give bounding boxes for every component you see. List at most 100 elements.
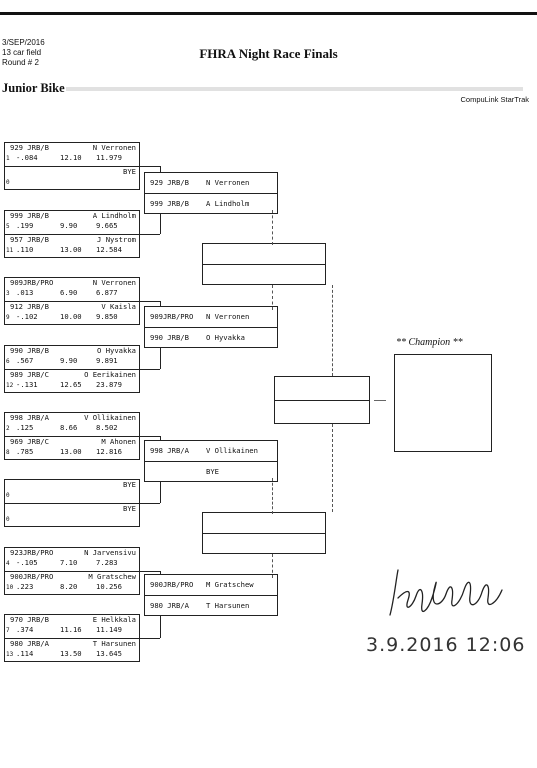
entry-et: 9.665 (96, 221, 118, 230)
entry-driver: BYE (123, 480, 136, 489)
entry-et: 9.850 (96, 312, 118, 321)
signature-scribble (389, 569, 503, 616)
entry-driver: M Gratschew (88, 572, 136, 581)
entry-driver: O Eerikainen (84, 370, 136, 379)
bracket-line (144, 461, 278, 462)
entry-name: 990 JRB/B (150, 333, 189, 342)
bracket-dashed-line (332, 424, 333, 512)
entry-name: 923JRB/PRO (10, 548, 54, 557)
race-date: 3/SEP/2016 (2, 38, 45, 47)
entry-name: 957 JRB/B (10, 235, 49, 244)
page-title: FHRA Night Race Finals (199, 46, 338, 61)
entry-name: 990 JRB/B (10, 346, 49, 355)
entry-seed: 4 (6, 560, 10, 567)
bracket-dashed-line (272, 554, 273, 578)
bracket-line (4, 503, 140, 504)
entry-name: 998 JRB/A (150, 446, 189, 455)
entry-dial: 13.50 (60, 649, 82, 658)
entry-driver: V Ollikainen (206, 446, 258, 455)
bracket-dashed-line (272, 285, 273, 310)
entry-rt: .125 (16, 423, 34, 432)
bracket-line (140, 571, 160, 572)
entry-et: 11.979 (96, 153, 122, 162)
entry-dial: 8.20 (60, 582, 78, 591)
entry-et: 8.502 (96, 423, 118, 432)
entry-seed: 5 (6, 223, 10, 230)
entry-seed: 9 (6, 314, 10, 321)
entry-name: 999 JRB/B (10, 211, 49, 220)
entry-dial: 13.00 (60, 447, 82, 456)
entry-name: 970 JRB/B (10, 615, 49, 624)
entry-rt: .114 (16, 649, 34, 658)
entry-seed: 0 (6, 492, 10, 499)
bracket-line (202, 533, 326, 534)
entry-driver: T Harsunen (206, 601, 250, 610)
bracket-line (144, 595, 278, 596)
entry-rt: .110 (16, 245, 34, 254)
entry-driver: M Gratschew (206, 580, 254, 589)
bracket-line (160, 610, 161, 638)
bracket-line (160, 476, 161, 503)
bracket-line (140, 436, 160, 437)
entry-driver: BYE (123, 504, 136, 513)
entry-driver: T Harsunen (92, 639, 136, 648)
class-name: Junior Bike (2, 81, 65, 95)
entry-rt: .374 (16, 625, 34, 634)
bracket-line (4, 436, 140, 437)
entry-rt: .223 (16, 582, 34, 591)
entry-et: 12.816 (96, 447, 122, 456)
dotted-rule (66, 87, 523, 91)
bracket-line (374, 400, 386, 401)
entry-name: 929 JRB/B (10, 143, 49, 152)
entry-dial: 12.10 (60, 153, 82, 162)
bracket-line (140, 166, 160, 167)
entry-name: 998 JRB/A (10, 413, 49, 422)
entry-seed: 6 (6, 358, 10, 365)
entry-driver: BYE (206, 467, 219, 476)
entry-seed: 11 (6, 247, 14, 254)
entry-dial: 7.10 (60, 558, 78, 567)
entry-driver: N Jarvensivu (84, 548, 136, 557)
entry-seed: 10 (6, 584, 14, 591)
bracket-line (4, 301, 140, 302)
bracket-dashed-line (332, 285, 333, 376)
entry-rt: -.102 (16, 312, 38, 321)
entry-seed: 13 (6, 651, 14, 658)
entry-et: 23.879 (96, 380, 122, 389)
bracket-line (4, 638, 140, 639)
entry-et: 12.584 (96, 245, 122, 254)
entry-name: 909JRB/PRO (150, 312, 194, 321)
brand-label: CompuLink StarTrak (460, 95, 530, 104)
entry-driver: V Kaisla (101, 302, 136, 311)
entry-driver: J Nystrom (97, 235, 136, 244)
entry-dial: 8.66 (60, 423, 78, 432)
entry-driver: O Hyvakka (206, 333, 245, 342)
entry-name: 900JRB/PRO (150, 580, 194, 589)
entry-dial: 13.00 (60, 245, 82, 254)
entry-dial: 6.90 (60, 288, 78, 297)
field-size: 13 car field (2, 48, 42, 57)
entry-name: 900JRB/PRO (10, 572, 54, 581)
top-rule (0, 12, 537, 15)
champion-box (394, 354, 492, 452)
bracket-line (140, 234, 160, 235)
bracket-line (4, 166, 140, 167)
entry-name: 912 JRB/B (10, 302, 49, 311)
entry-name: 999 JRB/B (150, 199, 189, 208)
entry-et: 6.877 (96, 288, 118, 297)
header-info: 3/SEP/2016 13 car field Round # 2 (2, 38, 45, 68)
entry-driver: V Ollikainen (84, 413, 136, 422)
entry-driver: A Lindholm (206, 199, 250, 208)
signature-date: 3.9.2016 12:06 (366, 634, 526, 656)
entry-seed: 2 (6, 425, 10, 432)
entry-name: 909JRB/PRO (10, 278, 54, 287)
entry-rt: .013 (16, 288, 34, 297)
entry-rt: .199 (16, 221, 34, 230)
entry-et: 7.283 (96, 558, 118, 567)
bracket-line (274, 400, 370, 401)
bracket-line (4, 369, 140, 370)
entry-et: 10.256 (96, 582, 122, 591)
bracket-line (160, 208, 161, 234)
bracket-dashed-line (272, 478, 273, 514)
entry-seed: 12 (6, 382, 14, 389)
